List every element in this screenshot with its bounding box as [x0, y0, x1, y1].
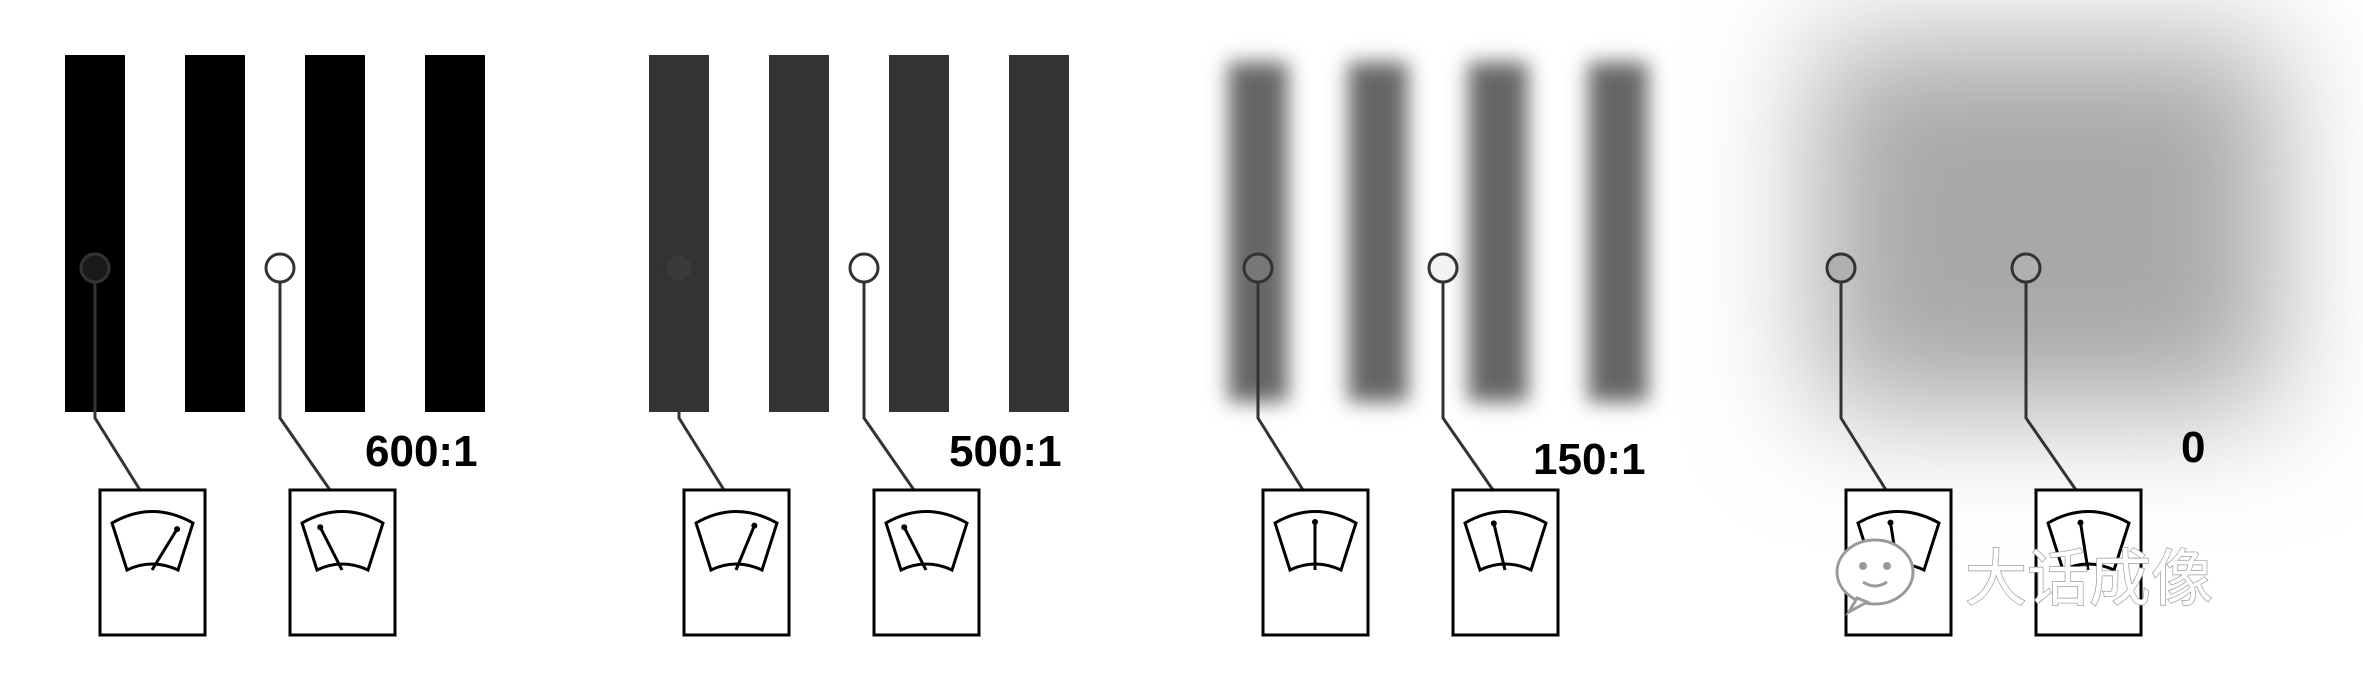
bar-pattern [65, 55, 485, 412]
probe-cable [93, 282, 142, 491]
probe-circle [663, 252, 695, 284]
meter-group [79, 252, 397, 637]
bar [305, 55, 365, 412]
watermark: 大话成像 [1835, 538, 2214, 616]
needle-tip [901, 524, 908, 531]
probe-cable [677, 282, 726, 491]
meter-needle [150, 528, 179, 571]
bar [1468, 62, 1528, 402]
probe-circle [2010, 252, 2042, 284]
light-meter [1427, 252, 1560, 637]
probe-circle [264, 252, 296, 284]
probe-cable [2024, 282, 2078, 491]
probe-cable [862, 282, 916, 491]
meter-needle [2079, 522, 2090, 571]
probe-circle [79, 252, 111, 284]
panel-4: 0 [1816, 40, 2276, 637]
panel-1: 600:1 [65, 55, 485, 637]
bar [769, 55, 829, 412]
contrast-ratio-label: 0 [2181, 423, 2205, 472]
light-meter [1242, 252, 1370, 637]
contrast-ratio-label: 500:1 [949, 427, 1062, 476]
probe-circle [848, 252, 880, 284]
meter-needle [318, 526, 344, 571]
needle-tip [174, 526, 181, 533]
light-meter [264, 252, 397, 637]
needle-tip [2077, 519, 2084, 526]
bar-pattern [1816, 40, 2276, 410]
meter-needle [902, 526, 928, 571]
bar [1009, 55, 1069, 412]
probe-circle [1242, 252, 1274, 284]
contrast-ratio-label: 150:1 [1533, 435, 1646, 484]
meter-group [1242, 252, 1560, 637]
light-meter [663, 252, 791, 637]
needle-tip [751, 522, 758, 529]
needle-tip [1887, 519, 1894, 526]
probe-circle [1825, 252, 1857, 284]
needle-tip [1312, 519, 1318, 525]
bar [185, 55, 245, 412]
meter-needle [734, 525, 756, 571]
bar [1348, 62, 1408, 402]
meter-dial-icon [2046, 510, 2131, 573]
bar [1588, 62, 1648, 402]
meter-dial-icon [1463, 510, 1548, 573]
wechat-logo-icon [1835, 538, 1915, 616]
probe-cable [1839, 282, 1888, 491]
light-meter [2010, 252, 2143, 637]
meter-dial-icon [694, 510, 779, 573]
probe-cable [278, 282, 332, 491]
bar-pattern [1228, 62, 1648, 402]
needle-tip [1490, 520, 1497, 527]
blurred-bars-area [1816, 40, 2276, 410]
meter-needle [1492, 522, 1507, 571]
bar-pattern [649, 55, 1069, 412]
bar [889, 55, 949, 412]
panel-2: 500:1 [649, 55, 1069, 637]
probe-cable [1256, 282, 1305, 491]
meter-dial-icon [110, 510, 195, 573]
meter-dial-icon [300, 510, 385, 573]
bar [425, 55, 485, 412]
blurred-bars [1228, 62, 1648, 402]
probe-circle [1427, 252, 1459, 284]
meter-group [663, 252, 981, 637]
meter-dial-icon [884, 510, 969, 573]
light-meter [79, 252, 207, 637]
panel-3: 150:1 [1228, 62, 1648, 637]
needle-tip [317, 524, 324, 531]
light-meter [848, 252, 981, 637]
probe-cable [1441, 282, 1495, 491]
watermark-text: 大话成像 [1965, 542, 2213, 615]
contrast-ratio-label: 600:1 [365, 427, 478, 476]
